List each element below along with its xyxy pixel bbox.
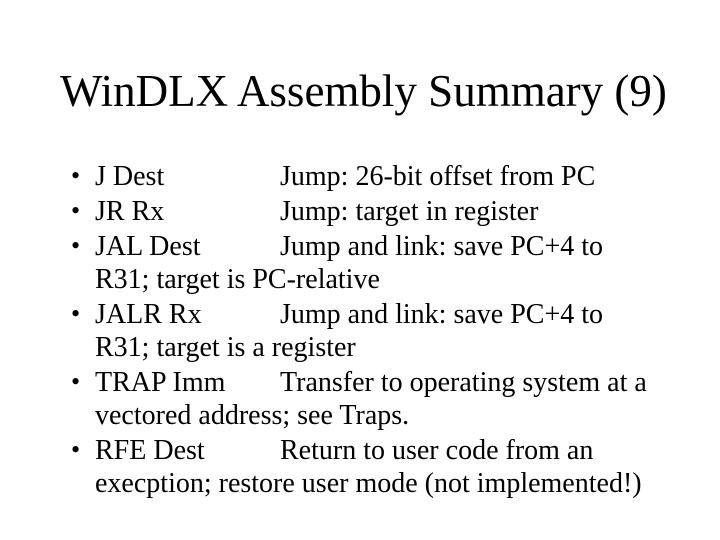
bullet-line: RFE Dest Return to user code from an [95, 434, 676, 467]
bullet-term: RFE Dest [95, 435, 205, 466]
bullet-line: J Dest Jump: 26-bit offset from PC [95, 160, 676, 193]
bullet-icon: • [71, 161, 81, 190]
bullet-icon: • [71, 231, 81, 260]
bullet-item: • JR Rx Jump: target in register [71, 195, 676, 228]
bullet-term: JR Rx [95, 196, 165, 227]
bullet-desc: Jump and link: save PC+4 to [280, 231, 604, 262]
bullet-icon: • [71, 435, 81, 464]
bullet-desc: Return to user code from an [280, 435, 594, 466]
bullet-term: JALR Rx [95, 299, 202, 330]
bullet-continuation: vectored address; see Traps. [95, 400, 410, 431]
slide-title: WinDLX Assembly Summary (9) [60, 66, 667, 116]
bullet-desc: Transfer to operating system at a [280, 367, 647, 398]
bullet-continuation: execption; restore user mode (not implem… [95, 468, 642, 499]
bullet-item: • TRAP Imm Transfer to operating system a… [71, 366, 676, 432]
bullet-icon: • [71, 196, 81, 225]
bullet-line: JAL Dest Jump and link: save PC+4 to [95, 230, 676, 263]
bullet-line: JALR Rx Jump and link: save PC+4 to [95, 298, 676, 331]
bullet-continuation: R31; target is PC-relative [95, 264, 380, 295]
bullet-continuation: R31; target is a register [95, 332, 356, 363]
bullet-item: • RFE Dest Return to user code from an ex… [71, 434, 676, 500]
bullet-icon: • [71, 299, 81, 328]
bullet-list: • J Dest Jump: 26-bit offset from PC • JR… [71, 160, 676, 502]
bullet-icon: • [71, 367, 81, 396]
bullet-line: JR Rx Jump: target in register [95, 195, 676, 228]
bullet-line: TRAP Imm Transfer to operating system at … [95, 366, 676, 399]
bullet-term: J Dest [95, 161, 165, 192]
bullet-term: JAL Dest [95, 231, 201, 262]
bullet-item: • JAL Dest Jump and link: save PC+4 to R3… [71, 230, 676, 296]
bullet-desc: Jump: target in register [280, 196, 539, 227]
bullet-desc: Jump and link: save PC+4 to [280, 299, 604, 330]
bullet-item: • JALR Rx Jump and link: save PC+4 to R31… [71, 298, 676, 364]
bullet-item: • J Dest Jump: 26-bit offset from PC [71, 160, 676, 193]
bullet-desc: Jump: 26-bit offset from PC [280, 161, 596, 192]
bullet-term: TRAP Imm [95, 367, 226, 398]
